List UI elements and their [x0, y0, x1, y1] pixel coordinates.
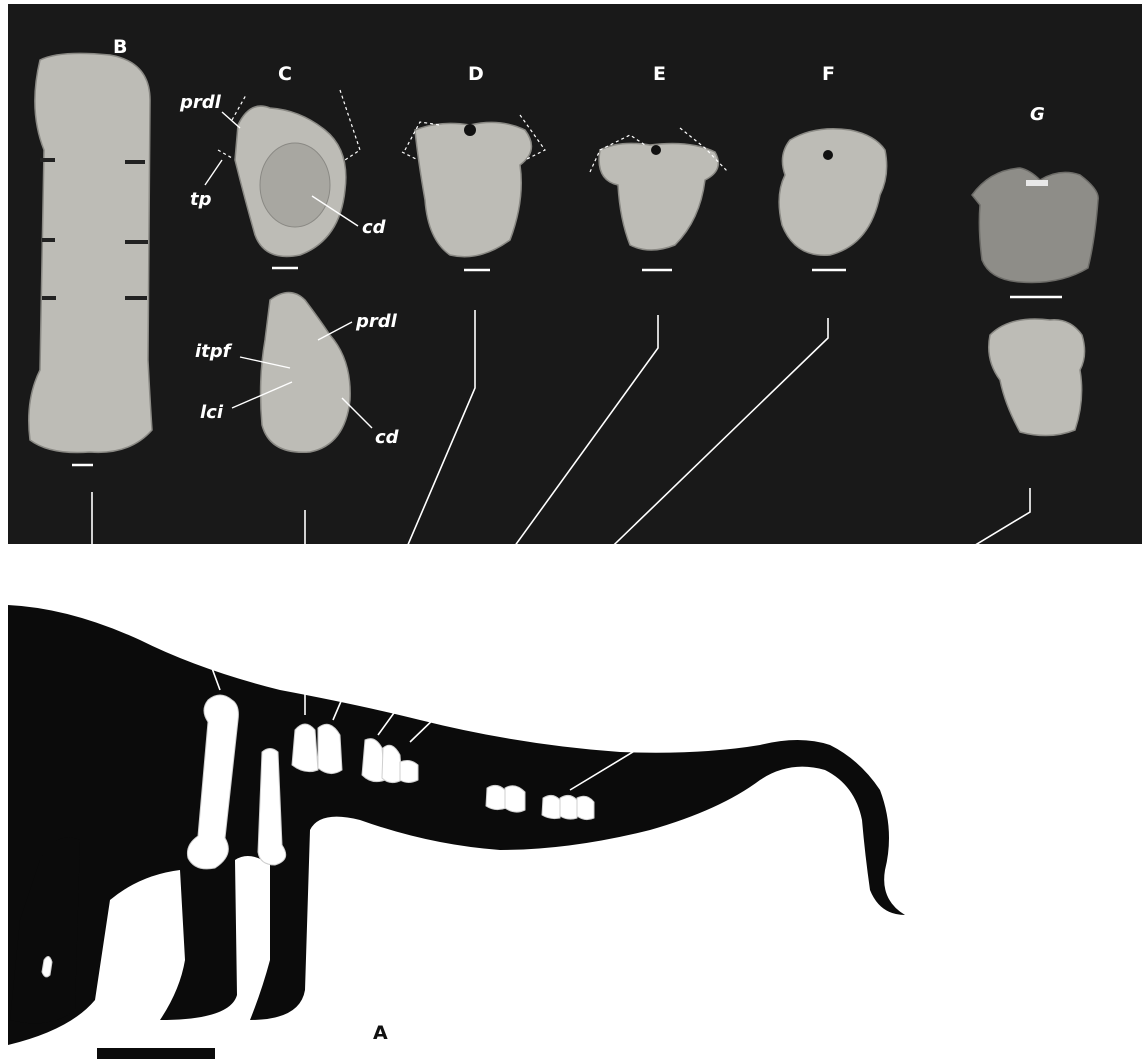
annotation-prdl-top: prdl — [179, 92, 222, 113]
annotation-tp: tp — [190, 189, 212, 210]
panel-label-d: D — [468, 63, 484, 85]
silhouette-vertebrae-5 — [400, 761, 418, 783]
vertebra-g-anterior — [972, 168, 1098, 282]
silhouette-vertebrae-2 — [318, 724, 342, 773]
sauropod-silhouette — [8, 605, 905, 1045]
annotation-lci: lci — [200, 402, 224, 423]
silhouette-vertebrae-1 — [292, 724, 318, 772]
annotation-cd-bottom: cd — [375, 427, 400, 448]
panel-label-e: E — [653, 63, 666, 85]
silhouette-vertebrae-9 — [560, 795, 577, 819]
panel-label-g: G — [1030, 104, 1045, 125]
silhouette-vertebrae-8 — [542, 795, 560, 818]
panel-label-a: A — [373, 1022, 388, 1044]
panel-label-f: F — [822, 63, 835, 85]
femur-specimen — [29, 53, 152, 452]
panel-label-b: B — [113, 36, 127, 58]
annotation-prdl-bottom: prdl — [355, 311, 398, 332]
panel-label-c: C — [278, 63, 292, 85]
scale-bar-a — [97, 1048, 215, 1059]
silhouette-vertebrae-7 — [505, 786, 525, 812]
annotation-cd-top: cd — [362, 217, 387, 238]
silhouette-vertebrae-6 — [486, 785, 506, 809]
annotation-itpf: itpf — [195, 341, 233, 362]
silhouette-vertebrae-10 — [577, 796, 594, 819]
